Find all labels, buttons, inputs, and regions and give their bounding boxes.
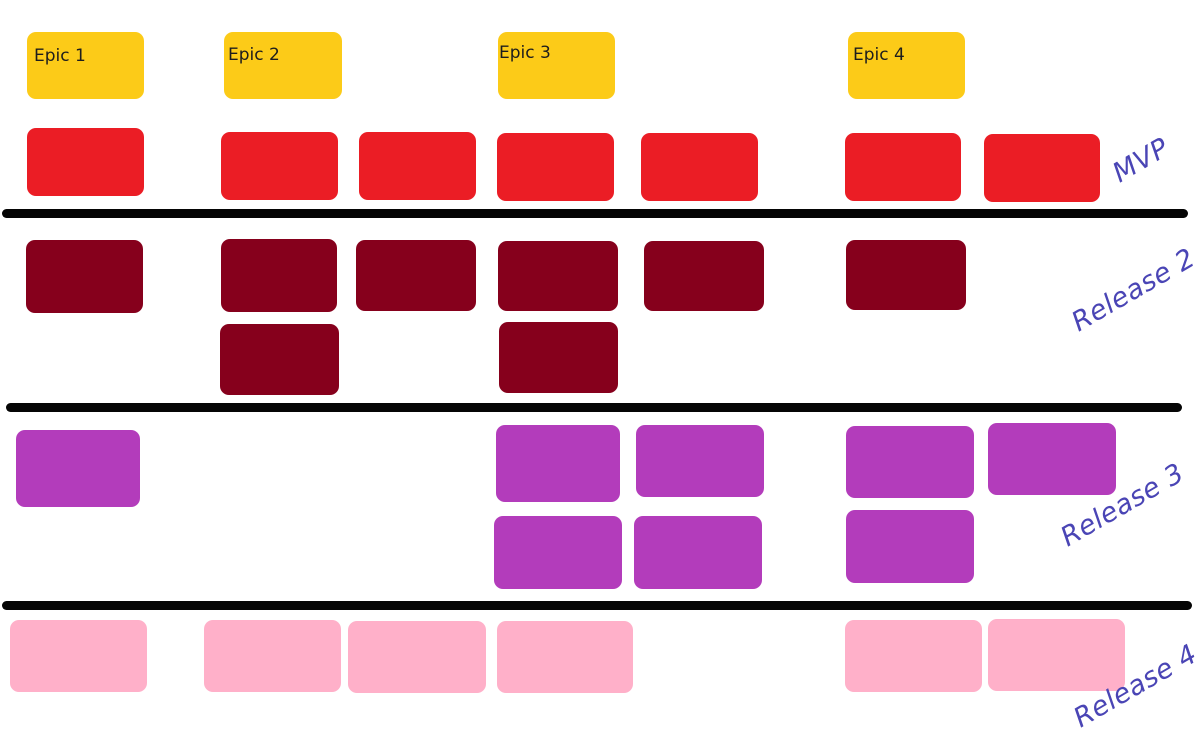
release-label-2: Release 2 [1066, 242, 1200, 338]
release-3-story-card[interactable] [846, 510, 974, 583]
release-4-story-card[interactable] [988, 619, 1125, 691]
epic-card-4[interactable]: Epic 4 [848, 32, 965, 99]
release-2-story-card[interactable] [644, 241, 764, 311]
release-4-story-card[interactable] [204, 620, 341, 692]
release-2-story-card[interactable] [498, 241, 618, 311]
release-4-story-card[interactable] [348, 621, 486, 693]
release-4-story-card[interactable] [845, 620, 982, 692]
release-2-story-card[interactable] [499, 322, 618, 393]
mvp-story-card[interactable] [359, 132, 476, 200]
mvp-story-card[interactable] [984, 134, 1100, 202]
release-2-story-card[interactable] [846, 240, 966, 310]
release-4-story-card[interactable] [10, 620, 147, 692]
release-3-story-card[interactable] [494, 516, 622, 589]
epic-card-1[interactable]: Epic 1 [27, 32, 144, 99]
mvp-story-card[interactable] [221, 132, 338, 200]
release-3-story-card[interactable] [16, 430, 140, 507]
epic-card-2[interactable]: Epic 2 [224, 32, 342, 99]
release-2-story-card[interactable] [26, 240, 143, 313]
release-divider [2, 209, 1188, 218]
mvp-story-card[interactable] [497, 133, 614, 201]
release-2-story-card[interactable] [221, 239, 337, 312]
release-4-story-card[interactable] [497, 621, 633, 693]
release-label-mvp: MVP [1107, 132, 1175, 189]
release-divider [6, 403, 1182, 412]
mvp-story-card[interactable] [27, 128, 144, 196]
mvp-story-card[interactable] [845, 133, 961, 201]
release-2-story-card[interactable] [356, 240, 476, 311]
release-3-story-card[interactable] [636, 425, 764, 497]
epic-card-3[interactable]: Epic 3 [498, 32, 615, 99]
mvp-story-card[interactable] [641, 133, 758, 201]
release-3-story-card[interactable] [846, 426, 974, 498]
release-3-story-card[interactable] [496, 425, 620, 502]
release-3-story-card[interactable] [988, 423, 1116, 495]
release-3-story-card[interactable] [634, 516, 762, 589]
release-2-story-card[interactable] [220, 324, 339, 395]
release-divider [2, 601, 1192, 610]
